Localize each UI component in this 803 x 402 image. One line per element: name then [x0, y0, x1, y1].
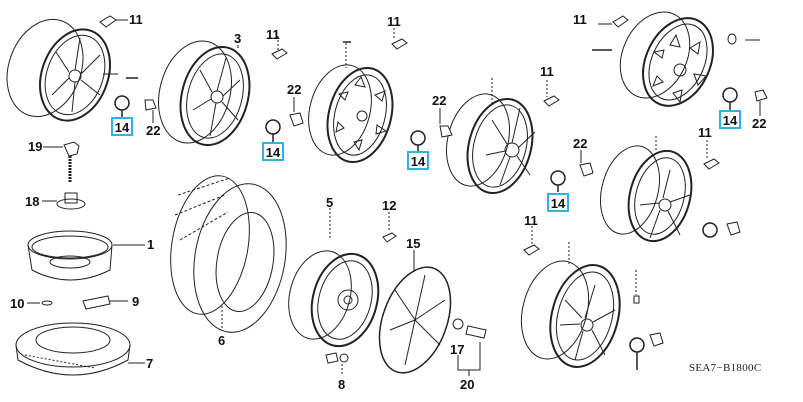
alloy-wheel-top-right	[592, 1, 760, 118]
label-11: 11	[266, 27, 280, 42]
label-10: 10	[10, 296, 25, 311]
label-14: 14	[265, 145, 281, 160]
weight-strip-9	[83, 296, 128, 309]
label-22: 22	[573, 136, 588, 151]
tire-6	[160, 169, 297, 339]
label-5: 5	[326, 195, 334, 210]
label-1: 1	[147, 237, 155, 252]
label-11: 11	[540, 64, 554, 79]
alloy-wheel-center-top	[299, 42, 402, 169]
center-caps-14	[115, 88, 737, 370]
alloy-wheel-center-right	[437, 78, 543, 200]
label-11: 11	[129, 12, 143, 27]
valve-stem-8	[326, 353, 348, 376]
label-17: 17	[450, 342, 465, 357]
label-12: 12	[382, 198, 397, 213]
highlight-label-14[interactable]: 14	[111, 117, 133, 136]
label-7: 7	[146, 356, 154, 371]
label-14: 14	[410, 154, 426, 169]
label-18: 18	[25, 194, 40, 209]
alloy-wheel-top-left	[0, 9, 138, 131]
highlight-label-14[interactable]: 14	[719, 110, 741, 129]
highlight-label-14[interactable]: 14	[547, 193, 569, 212]
label-11: 11	[573, 12, 587, 27]
alloy-wheel-3	[148, 33, 260, 153]
label-6: 6	[218, 333, 226, 348]
spare-wheel-1	[28, 231, 145, 280]
label-14: 14	[550, 196, 566, 211]
label-11: 11	[698, 125, 712, 140]
label-11: 11	[387, 14, 401, 29]
label-9: 9	[132, 294, 140, 309]
highlight-label-14[interactable]: 14	[407, 151, 429, 170]
label-14: 14	[114, 120, 130, 135]
spare-nut-18	[42, 193, 85, 209]
label-22: 22	[432, 93, 447, 108]
steel-wheel-5	[279, 208, 388, 354]
washer-10	[27, 301, 52, 305]
wheel-cover-15	[366, 250, 464, 383]
label-22: 22	[146, 123, 161, 138]
valves-22	[145, 90, 767, 346]
label-3: 3	[234, 31, 242, 46]
label-20: 20	[460, 377, 475, 392]
label-14: 14	[722, 113, 738, 128]
spare-bolt-19	[43, 142, 79, 182]
alloy-wheel-bottom-right	[511, 242, 639, 375]
label-8: 8	[338, 377, 346, 392]
label-22: 22	[752, 116, 767, 131]
label-22: 22	[287, 82, 302, 97]
label-15: 15	[406, 236, 421, 251]
nut-bolt-17-20	[453, 319, 486, 376]
balance-weight-11	[100, 16, 719, 255]
label-11: 11	[524, 213, 538, 228]
label-19: 19	[28, 139, 43, 154]
highlight-label-14[interactable]: 14	[262, 142, 284, 161]
alloy-wheel-right-middle	[591, 136, 701, 248]
spare-tire-7	[16, 323, 145, 375]
diagram-code: SEA7−B1800C	[689, 362, 762, 374]
